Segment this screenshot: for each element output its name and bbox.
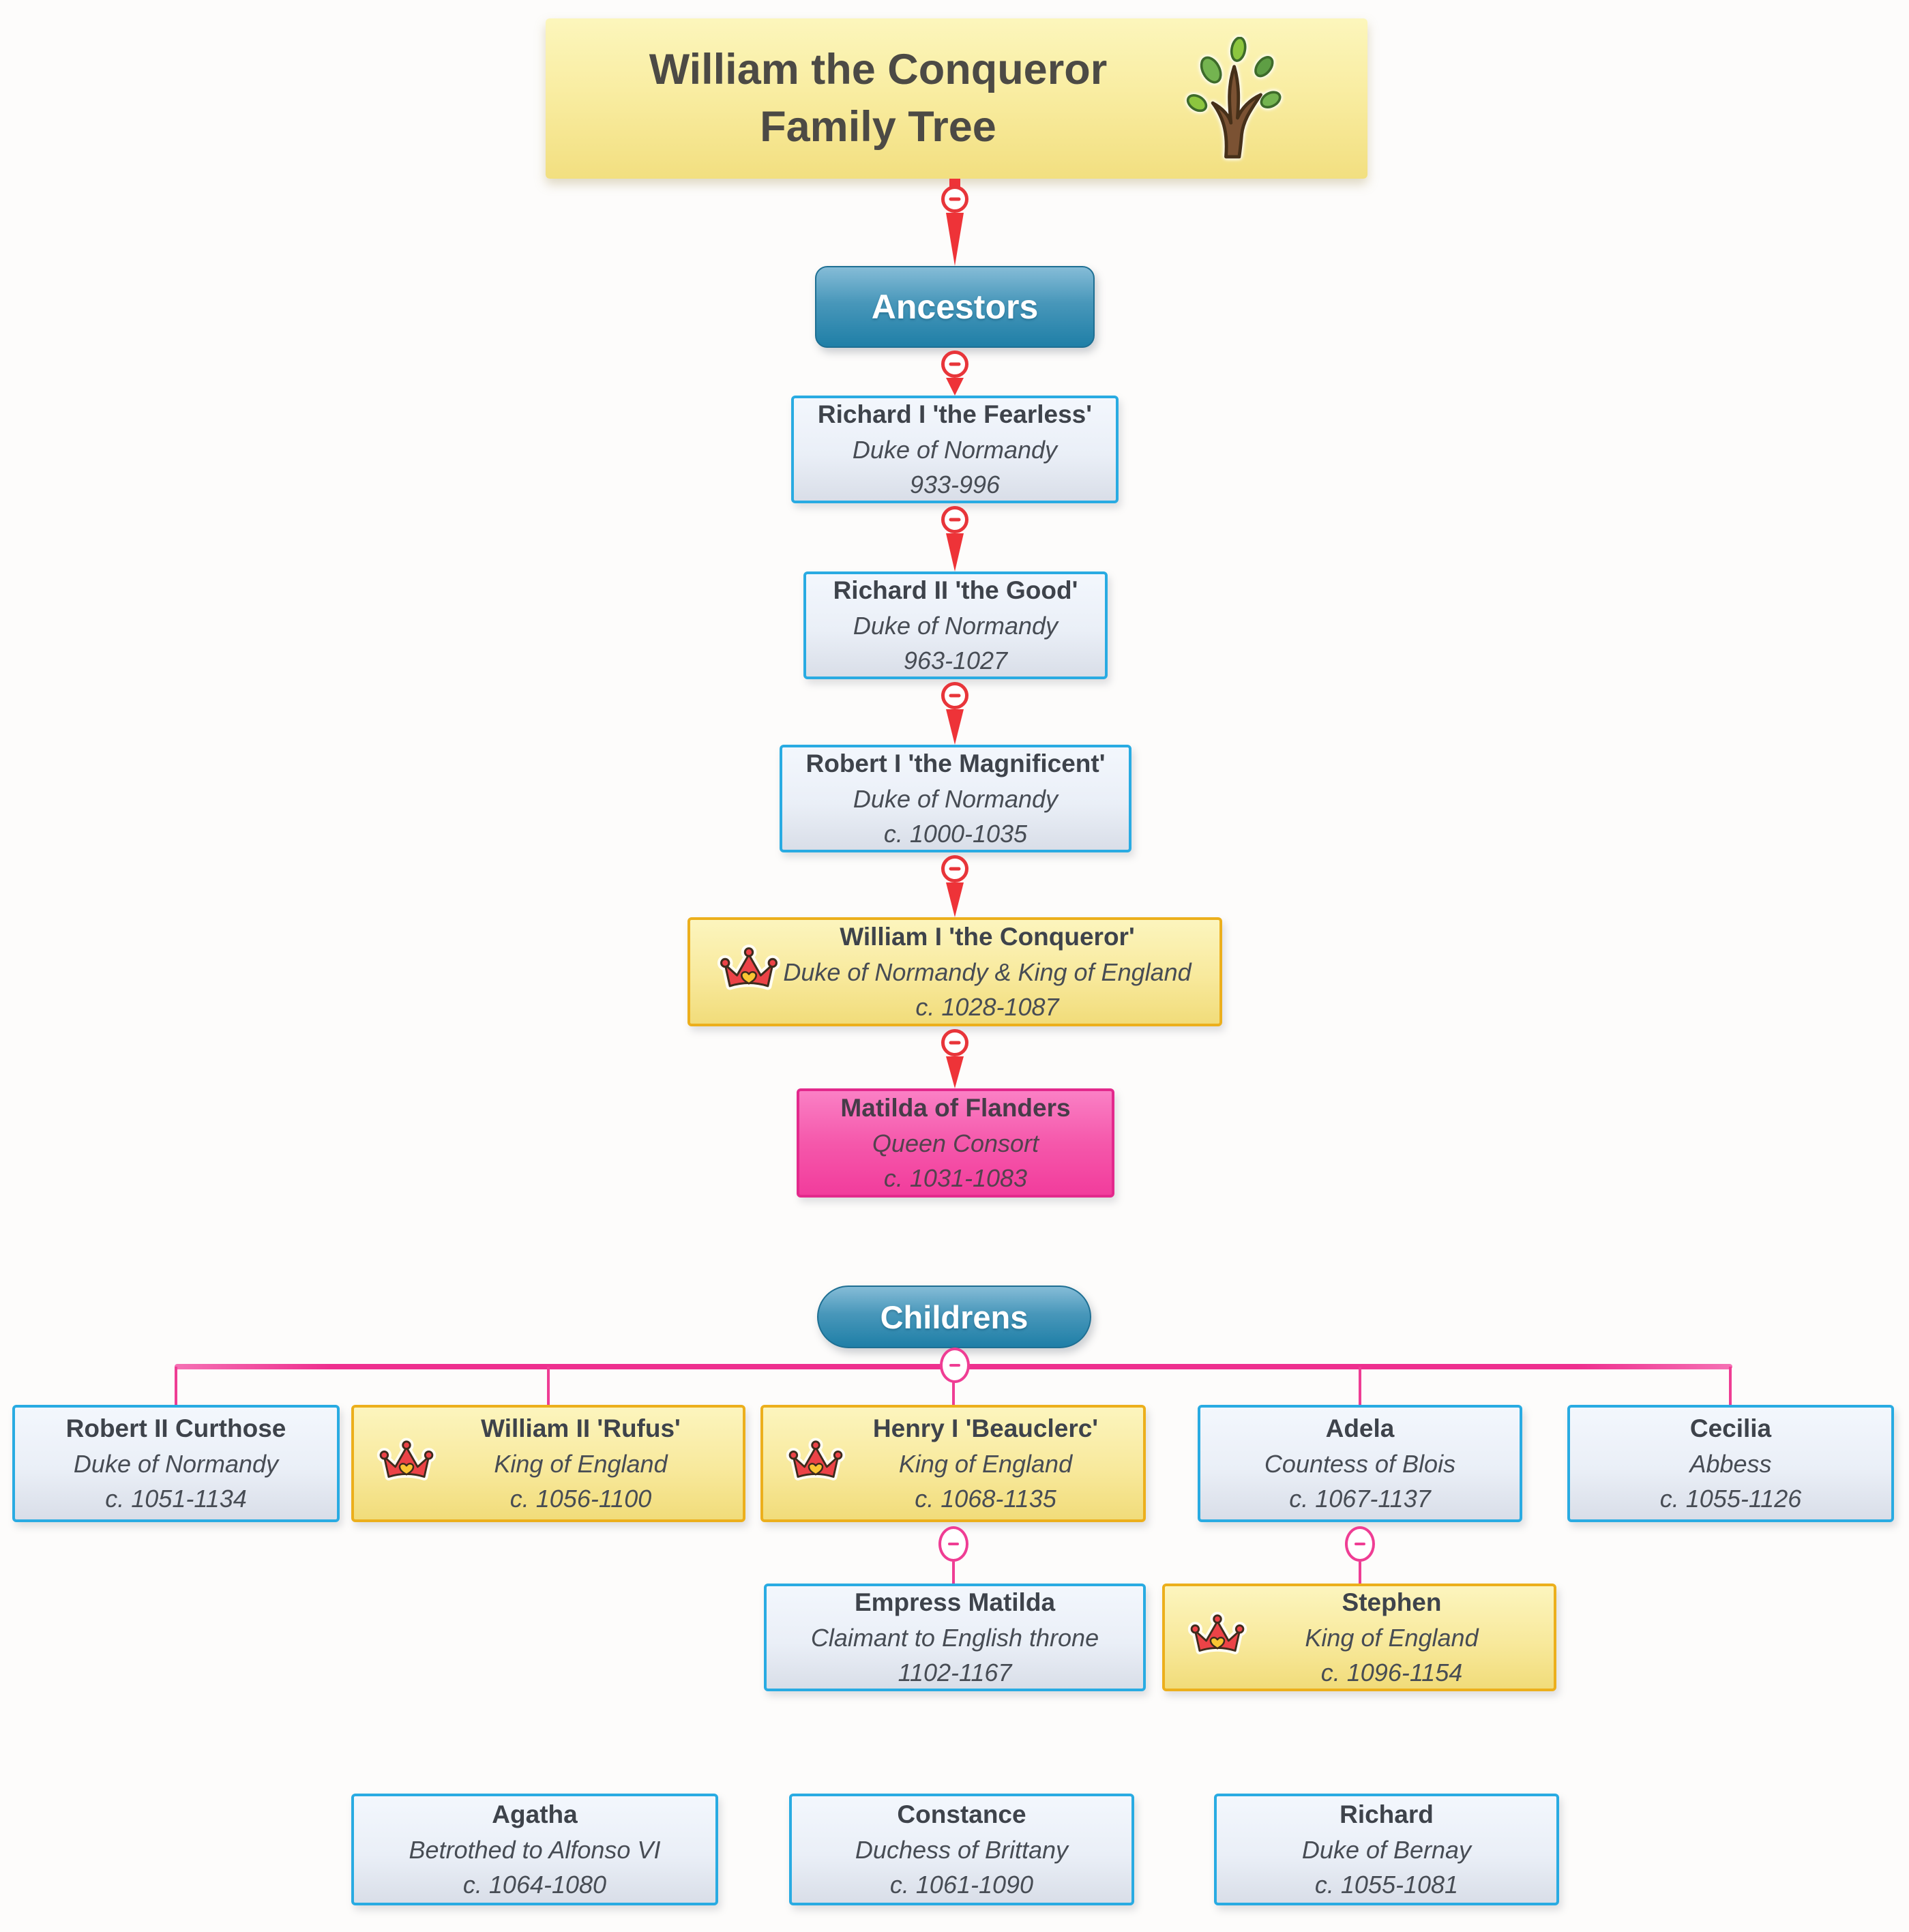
person-dates: c. 1055-1081 [1314,1871,1459,1899]
person-dates: c. 1056-1100 [509,1485,652,1513]
person-dates: 963-1027 [903,647,1008,675]
person-card-robert-ii-curthose[interactable]: Robert II Curthose Duke of Normandy c. 1… [12,1405,340,1522]
person-name: Cecilia [1689,1414,1772,1442]
person-role: King of England [1305,1624,1479,1652]
connector-line [952,1367,955,1405]
connector-line [946,533,964,571]
person-name: Agatha [492,1800,578,1828]
collapse-toggle[interactable] [941,351,968,378]
collapse-toggle[interactable] [941,185,968,213]
person-name: Richard I 'the Fearless' [817,400,1093,428]
crown-icon [1187,1611,1247,1654]
connector-line [946,709,964,745]
person-card-richard-ii[interactable]: Richard II 'the Good' Duke of Normandy 9… [803,571,1108,679]
root-node[interactable]: William the Conqueror Family Tree [546,18,1367,179]
person-role: Betrothed to Alfonso VI [409,1836,661,1864]
person-role: Duke of Bernay [1301,1836,1472,1864]
person-name: Stephen [1342,1588,1442,1616]
person-name: Matilda of Flanders [840,1093,1071,1122]
person-role: Duke of Normandy [853,785,1059,814]
crown-icon [717,945,781,990]
connector-line [175,1367,177,1405]
person-role: Duke of Normandy [852,436,1058,464]
person-dates: c. 1028-1087 [915,993,1059,1022]
collapse-toggle[interactable] [940,1348,970,1383]
person-role: King of England [494,1450,668,1478]
connector-line [952,1562,955,1584]
connector-line [946,213,964,266]
person-role: Abbess [1689,1450,1772,1478]
tree-icon [1186,36,1282,158]
person-role: Duke of Normandy [73,1450,279,1478]
person-dates: c. 1000-1035 [883,820,1028,848]
person-name: Robert I 'the Magnificent' [805,749,1106,777]
connector-line [949,179,960,187]
person-dates: c. 1061-1090 [889,1871,1034,1899]
person-name: Richard II 'the Good' [833,576,1078,604]
person-card-william-ii-rufus[interactable]: William II 'Rufus' King of England c. 10… [351,1405,745,1522]
connector-line [946,882,964,917]
crown-icon [376,1438,436,1481]
person-dates: c. 1064-1080 [462,1871,607,1899]
connector-line [1359,1562,1361,1584]
person-role: Duchess of Brittany [855,1836,1069,1864]
person-dates: c. 1096-1154 [1320,1659,1463,1687]
person-role: Claimant to English throne [810,1624,1099,1652]
section-label: Ancestors [871,288,1039,326]
connector-line [1359,1367,1361,1405]
person-name: Adela [1325,1414,1395,1442]
collapse-toggle[interactable] [941,1029,968,1056]
person-dates: c. 1068-1135 [915,1485,1056,1513]
person-name: Robert II Curthose [65,1414,286,1442]
collapse-toggle[interactable] [941,506,968,533]
person-card-william-i[interactable]: William I 'the Conqueror' Duke of Norman… [687,917,1222,1026]
connector-line [946,378,964,396]
section-label: Childrens [880,1298,1029,1335]
person-card-agatha[interactable]: Agatha Betrothed to Alfonso VI c. 1064-1… [351,1794,718,1905]
person-name: Constance [897,1800,1026,1828]
person-card-richard[interactable]: Richard Duke of Bernay c. 1055-1081 [1214,1794,1559,1905]
crown-icon [786,1438,846,1481]
person-card-henry-i-beauclerc[interactable]: Henry I 'Beauclerc' King of England c. 1… [760,1405,1146,1522]
person-card-empress-matilda[interactable]: Empress Matilda Claimant to English thro… [764,1584,1146,1691]
person-dates: c. 1067-1137 [1289,1485,1431,1513]
person-card-constance[interactable]: Constance Duchess of Brittany c. 1061-10… [789,1794,1134,1905]
person-name: William I 'the Conqueror' [840,922,1135,951]
person-dates: c. 1031-1083 [883,1164,1028,1193]
person-dates: 1102-1167 [898,1659,1012,1687]
person-dates: 933-996 [909,471,1001,499]
section-node-childrens[interactable]: Childrens [817,1285,1091,1348]
person-dates: c. 1055-1126 [1659,1485,1802,1513]
person-role: Countess of Blois [1264,1450,1456,1478]
person-name: William II 'Rufus' [481,1414,681,1442]
person-role: King of England [898,1450,1073,1478]
person-card-richard-i[interactable]: Richard I 'the Fearless' Duke of Normand… [791,396,1119,503]
collapse-toggle[interactable] [938,1526,968,1562]
person-role: Duke of Normandy & King of England [783,958,1192,987]
person-card-adela[interactable]: Adela Countess of Blois c. 1067-1137 [1198,1405,1522,1522]
section-node-ancestors[interactable]: Ancestors [815,266,1095,348]
person-name: Empress Matilda [854,1588,1056,1616]
person-dates: c. 1051-1134 [105,1485,247,1513]
person-card-stephen[interactable]: Stephen King of England c. 1096-1154 [1162,1584,1556,1691]
person-name: Henry I 'Beauclerc' [872,1414,1099,1442]
person-card-cecilia[interactable]: Cecilia Abbess c. 1055-1126 [1567,1405,1894,1522]
connector-line [1729,1367,1732,1405]
connector-line [547,1367,550,1405]
person-role: Duke of Normandy [853,612,1059,640]
collapse-toggle[interactable] [1345,1526,1375,1562]
person-card-matilda-of-flanders[interactable]: Matilda of Flanders Queen Consort c. 103… [797,1088,1114,1198]
connector-line [946,1056,964,1088]
person-card-robert-i[interactable]: Robert I 'the Magnificent' Duke of Norma… [780,745,1131,852]
page-title: William the Conqueror Family Tree [649,46,1108,151]
collapse-toggle[interactable] [941,855,968,882]
person-name: Richard [1340,1800,1434,1828]
person-role: Queen Consort [872,1129,1039,1158]
collapse-toggle[interactable] [941,682,968,709]
